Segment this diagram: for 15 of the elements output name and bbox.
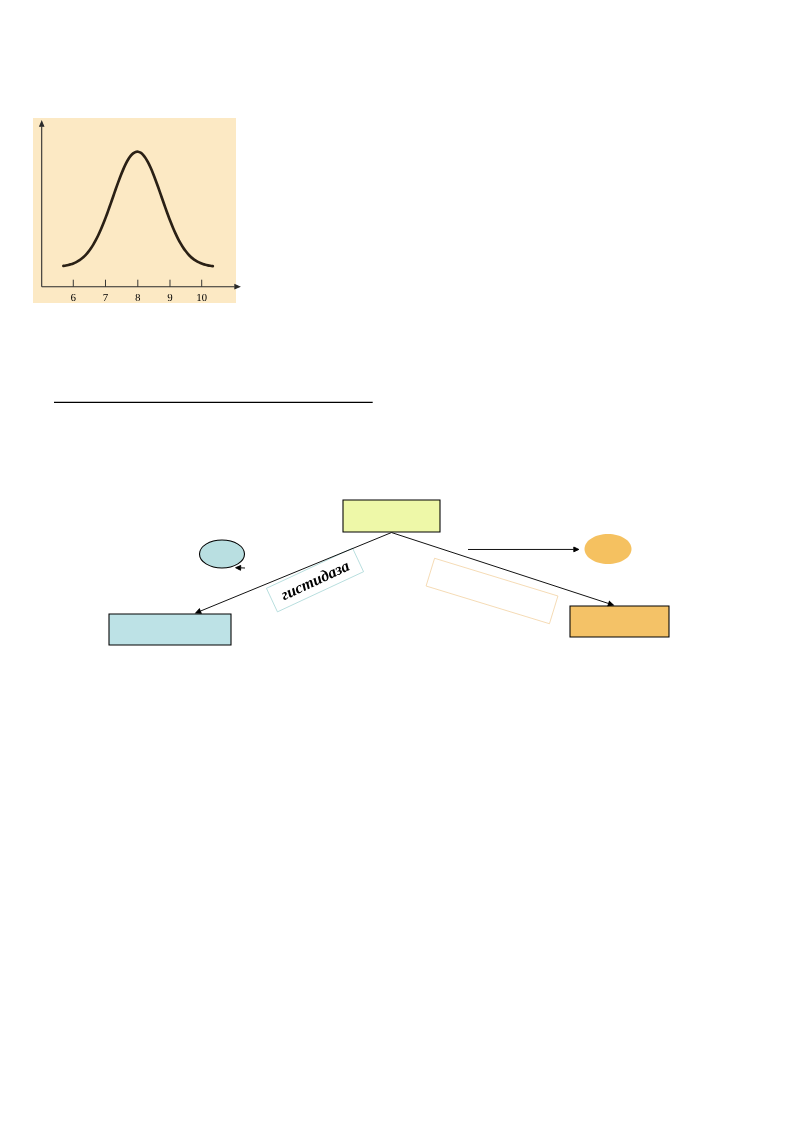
tick-label: 8	[135, 293, 141, 302]
ellipse	[198, 539, 246, 569]
tick-label: 10	[197, 293, 207, 302]
ellipse	[584, 534, 632, 564]
tick-label: 6	[71, 293, 76, 302]
empty-label-box	[425, 557, 559, 625]
tick-label: 9	[167, 293, 173, 302]
empty-box	[108, 613, 232, 646]
empty-box	[342, 499, 441, 533]
arrow	[235, 565, 246, 571]
arrow	[391, 532, 614, 607]
arrow	[467, 546, 580, 553]
tick-label: 7	[103, 294, 108, 301]
arrow	[195, 532, 392, 614]
empty-box	[569, 605, 670, 638]
